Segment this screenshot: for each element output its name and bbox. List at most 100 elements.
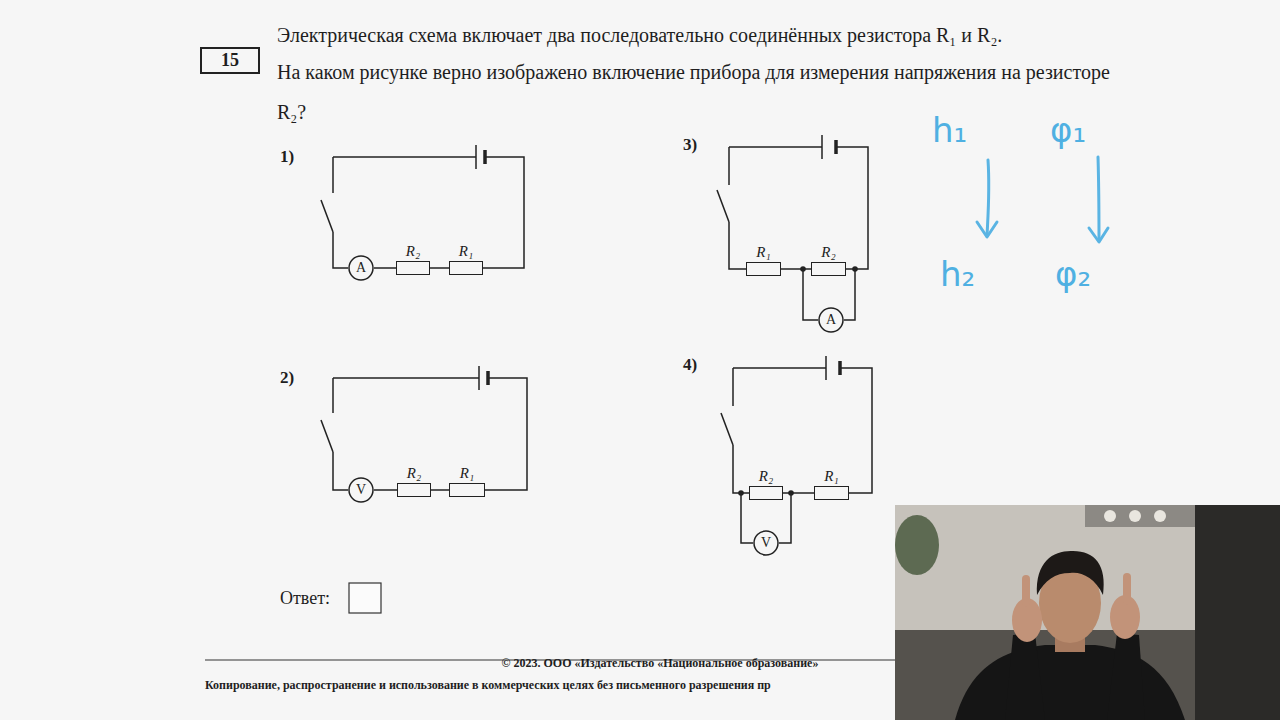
resistor-name: R₂ (821, 243, 835, 261)
switch-blade (321, 420, 333, 452)
resistor-name: R₁ (459, 242, 473, 260)
switch-blade (721, 413, 733, 445)
plant (895, 515, 939, 575)
question-text: Электрическая схема включает два последо… (277, 15, 1127, 55)
resistor-name: R₂ (407, 464, 421, 482)
wire (732, 368, 734, 406)
webcam-overlay (895, 505, 1280, 720)
ammeter-symbol: A (348, 255, 374, 281)
meter-letter: A (826, 312, 836, 328)
battery-plate (475, 145, 477, 169)
resistor-symbol: R₂ (397, 483, 431, 497)
meter-wire (741, 493, 753, 543)
resistor-symbol: R₂ (749, 486, 783, 500)
wire (840, 368, 872, 493)
handwritten-arrows (977, 157, 1108, 242)
battery-plate (478, 366, 480, 390)
wire (332, 378, 334, 413)
copyright-note: © 2023. ООО «Издательство «Национальное … (410, 655, 910, 671)
battery-plate (821, 135, 823, 159)
meter-letter: V (761, 535, 771, 551)
wire (333, 232, 348, 268)
wire (783, 492, 814, 494)
copyright-note: Копирование, распространение и использов… (205, 677, 895, 693)
switch-blade (717, 190, 729, 222)
furniture (895, 630, 1195, 720)
resistor-name: R₁ (824, 467, 838, 485)
shelf (1085, 505, 1195, 527)
wire (733, 445, 749, 493)
wire (332, 157, 334, 193)
resistor-name: R₂ (406, 242, 420, 260)
meter-wire (803, 269, 818, 320)
wire (728, 147, 730, 185)
wire (374, 267, 396, 269)
ceiling-lamp (1129, 510, 1141, 522)
wire (733, 367, 826, 369)
person-finger (1123, 573, 1131, 605)
wire (333, 377, 479, 379)
wire (781, 268, 811, 270)
junctions (738, 266, 858, 496)
task-number: 15 (221, 50, 239, 71)
room-background (895, 505, 1280, 720)
question-text: На каком рисунке верно изображено включе… (277, 52, 1127, 132)
ceiling-lamp (1154, 510, 1166, 522)
wire (333, 156, 476, 158)
handwritten-note: h₁ (932, 108, 1002, 152)
battery-plate (838, 361, 842, 375)
hand-arrowhead (977, 222, 997, 237)
junction-dot (852, 266, 858, 272)
voltmeter-symbol: V (348, 477, 374, 503)
ammeter-symbol: A (818, 307, 844, 333)
voltmeter-symbol: V (753, 530, 779, 556)
resistor-symbol: R₂ (396, 261, 430, 275)
resistor-symbol: R₁ (449, 483, 485, 497)
resistor-name: R₂ (759, 467, 773, 485)
battery-plate (825, 356, 827, 380)
wire (431, 489, 449, 491)
option-number: 1) (280, 146, 310, 168)
answer-box (349, 583, 381, 613)
resistor-name: R₁ (756, 243, 770, 261)
hand-arrow (987, 160, 989, 236)
hand-arrowhead (1089, 228, 1108, 242)
switch-blade (321, 200, 333, 232)
person-arm (1107, 633, 1145, 720)
answer-label: Ответ: (280, 587, 350, 609)
wire (485, 378, 527, 490)
person-finger (1022, 575, 1030, 607)
meter-wire (779, 493, 791, 543)
resistor-name: R₁ (460, 464, 474, 482)
meter-circle (349, 256, 373, 280)
meter-letter: A (356, 260, 366, 276)
wire (483, 157, 524, 268)
option-number: 4) (683, 354, 713, 376)
handwritten-note: φ₂ (1055, 252, 1125, 296)
ceiling-lamp (1104, 510, 1116, 522)
wire (430, 267, 449, 269)
person-shirt (955, 645, 1185, 720)
battery-plate (483, 150, 487, 164)
wire (836, 147, 868, 269)
wire (333, 452, 348, 490)
meter-circle (819, 308, 843, 332)
battery-plate (486, 371, 490, 385)
resistor-symbol: R₁ (814, 486, 849, 500)
resistor-symbol: R₂ (811, 262, 846, 276)
meter-letter: V (356, 482, 366, 498)
doorway (1195, 505, 1280, 720)
option-number: 3) (683, 134, 713, 156)
handwritten-note: φ₁ (1050, 108, 1120, 152)
meter-circle (754, 531, 778, 555)
wire (374, 489, 397, 491)
batteries (476, 135, 840, 390)
meter-circle (349, 478, 373, 502)
wires (321, 147, 872, 543)
option-number: 2) (280, 367, 310, 389)
person-arm (1005, 633, 1045, 720)
hand-arrow (1098, 157, 1099, 241)
resistor-symbol: R₁ (449, 261, 483, 275)
meter-wire (844, 269, 855, 320)
